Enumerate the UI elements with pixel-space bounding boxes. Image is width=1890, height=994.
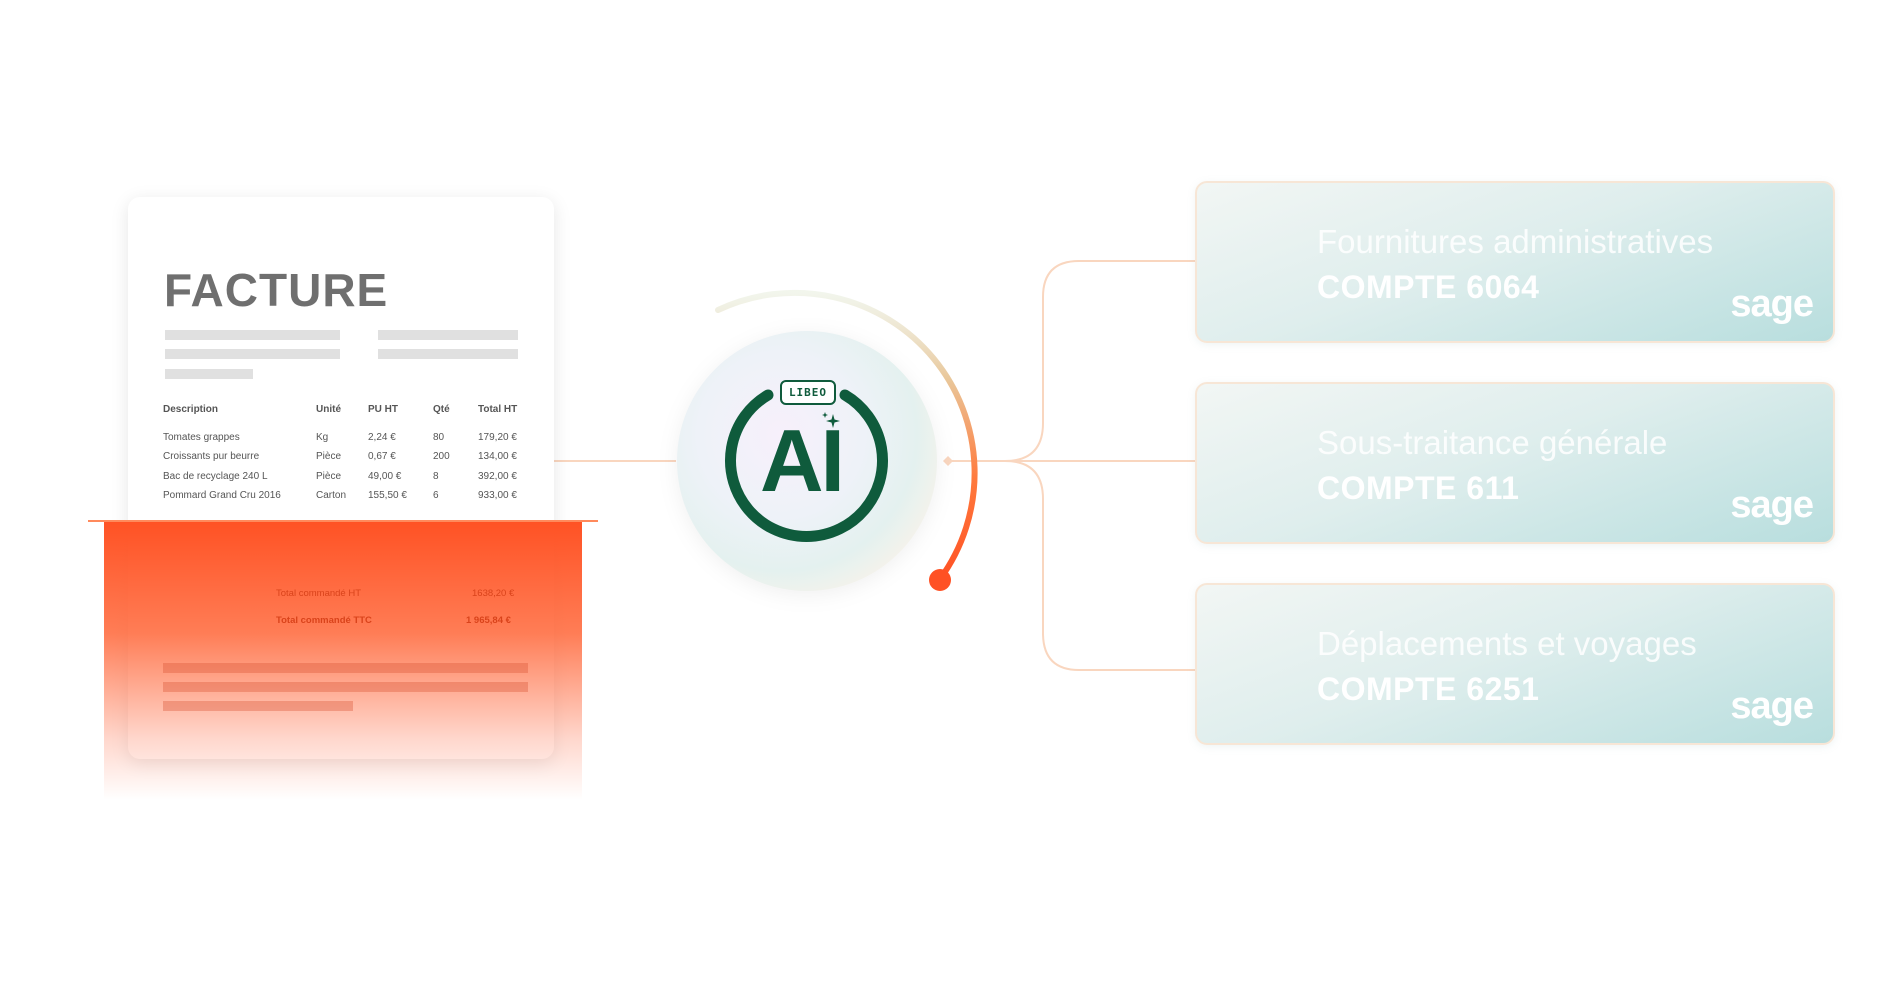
cell-unit: Kg — [316, 432, 329, 443]
cell-description: Bac de recyclage 240 L — [163, 471, 268, 482]
cell-description: Pommard Grand Cru 2016 — [163, 490, 281, 501]
placeholder-line — [378, 330, 518, 340]
total-ttc-label: Total commandé TTC — [276, 615, 372, 626]
cell-quantity: 200 — [433, 451, 450, 462]
cell-quantity: 6 — [433, 490, 439, 501]
placeholder-line — [163, 682, 528, 692]
account-code: COMPTE 6251 — [1317, 671, 1540, 707]
account-code: COMPTE 6064 — [1317, 269, 1540, 305]
invoice-title: FACTURE — [164, 264, 389, 316]
placeholder-line — [165, 330, 340, 340]
account-card: Sous-traitance générale COMPTE 611 sage — [1195, 382, 1835, 544]
cell-unit: Pièce — [316, 451, 342, 462]
account-card: Déplacements et voyages COMPTE 6251 sage — [1195, 583, 1835, 745]
scan-line — [88, 520, 598, 522]
sparkle-icon — [822, 412, 840, 428]
account-code: COMPTE 611 — [1317, 470, 1520, 506]
account-label: Déplacements et voyages — [1317, 625, 1697, 662]
col-header-quantity: Qté — [433, 404, 450, 415]
col-header-description: Description — [163, 404, 219, 415]
cell-unit: Pièce — [316, 471, 342, 482]
cell-total: 134,00 € — [478, 451, 517, 462]
placeholder-line — [378, 349, 518, 359]
total-ht-value: 1638,20 € — [472, 588, 515, 599]
sage-logo: sage — [1730, 283, 1814, 325]
placeholder-line — [165, 369, 253, 379]
col-header-unit-price: PU HT — [368, 404, 398, 415]
total-ht-label: Total commandé HT — [276, 588, 362, 599]
col-header-total: Total HT — [478, 404, 518, 415]
col-header-unit: Unité — [316, 404, 341, 415]
cell-total: 933,00 € — [478, 490, 517, 501]
cell-total: 179,20 € — [478, 432, 517, 443]
placeholder-line — [163, 663, 528, 673]
cell-total: 392,00 € — [478, 471, 517, 482]
placeholder-line — [163, 701, 353, 711]
cell-quantity: 8 — [433, 471, 439, 482]
cell-unit-price: 155,50 € — [368, 490, 407, 501]
account-label: Sous-traitance générale — [1317, 424, 1668, 461]
cell-unit-price: 2,24 € — [368, 432, 396, 443]
total-ttc-value: 1 965,84 € — [466, 615, 511, 626]
libeo-tag: LIBEO — [780, 380, 836, 405]
account-label: Fournitures administratives — [1317, 223, 1714, 260]
ai-circle — [677, 331, 937, 591]
libeo-brand: LIBEO — [788, 386, 828, 399]
placeholder-line — [165, 349, 340, 359]
cell-unit-price: 49,00 € — [368, 471, 402, 482]
cell-unit: Carton — [316, 490, 347, 501]
scan-band: Total commandé HT 1638,20 € Total comman… — [104, 522, 582, 800]
arc-end-dot — [929, 569, 951, 591]
cell-description: Tomates grappes — [163, 432, 240, 443]
sage-logo: sage — [1730, 484, 1814, 526]
cell-unit-price: 0,67 € — [368, 451, 396, 462]
cell-description: Croissants pur beurre — [163, 451, 260, 462]
sage-logo: sage — [1730, 685, 1814, 727]
account-card: Fournitures administratives COMPTE 6064 … — [1195, 181, 1835, 343]
ai-label: AI — [760, 411, 845, 510]
cell-quantity: 80 — [433, 432, 445, 443]
